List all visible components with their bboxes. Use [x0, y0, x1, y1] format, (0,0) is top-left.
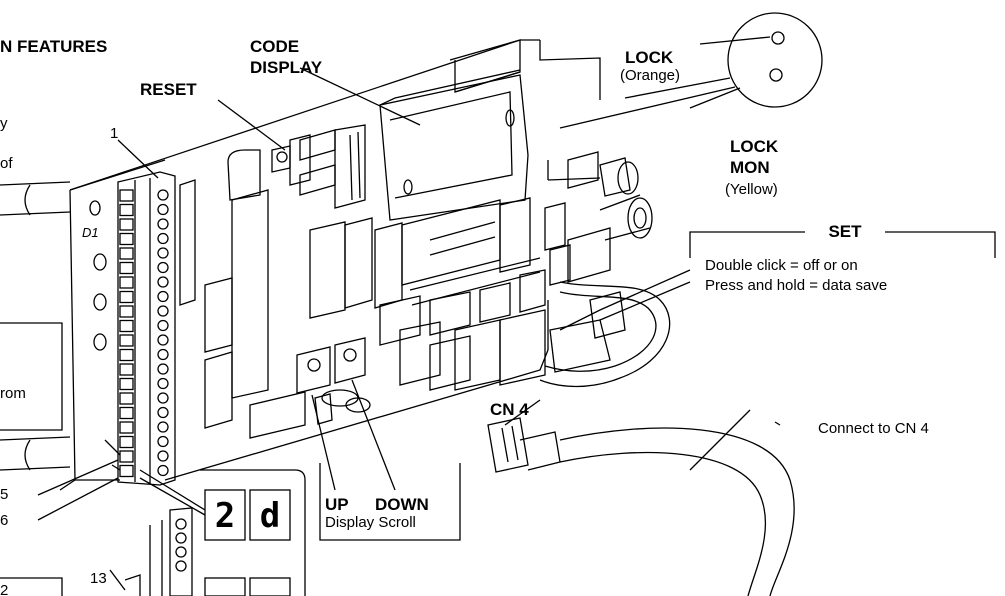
- terminal-screw: [157, 464, 169, 477]
- up-down-buttons: [296, 337, 371, 425]
- set-label: SET: [828, 222, 862, 241]
- terminal-slot: [119, 348, 134, 362]
- terminal-screw: [157, 203, 169, 216]
- terminal-slot: [119, 218, 134, 231]
- left-text-fragment-1: y: [0, 115, 8, 132]
- terminal-screw: [157, 435, 169, 448]
- terminal-screw: [157, 189, 169, 201]
- circuit-board: [59, 39, 601, 491]
- up-label: UP: [325, 495, 349, 514]
- lock-mon-label-line2: MON: [730, 158, 770, 177]
- left-text-fragment-4: 2: [0, 582, 8, 596]
- terminal-screw: [157, 261, 169, 274]
- bottom-terminal-strip: [124, 507, 193, 596]
- relay-capacitor: [549, 151, 653, 286]
- seven-seg-right: d: [260, 496, 280, 536]
- terminal-slot: [119, 290, 134, 304]
- terminal-screw: [157, 305, 169, 317]
- pin5-label: 5: [0, 486, 8, 503]
- seven-segment-frame: [200, 463, 461, 596]
- terminal-slot: [119, 464, 134, 478]
- down-label: DOWN: [375, 495, 429, 514]
- cn4-plug: [487, 417, 561, 473]
- connect-to-cn4-label: Connect to CN 4: [818, 420, 929, 437]
- lock-mon-color-label: (Yellow): [725, 181, 778, 198]
- pin6-label: 6: [0, 512, 8, 529]
- code-display-label-line2: DISPLAY: [250, 58, 323, 77]
- terminal-screw: [157, 406, 169, 419]
- d1-label: D1: [82, 225, 99, 240]
- terminal-slot: [119, 377, 134, 391]
- terminal-slot: [119, 392, 134, 405]
- lock-led-callout: [559, 12, 823, 129]
- terminal-slot: [119, 450, 134, 463]
- set-line2: Press and hold = data save: [705, 277, 887, 294]
- terminal-slot: [119, 261, 134, 275]
- page-title: N FEATURES: [0, 37, 107, 56]
- terminal-slot: [119, 232, 134, 246]
- terminal-screw: [157, 450, 169, 462]
- terminal-screw: [157, 319, 169, 332]
- terminal-slot: [119, 421, 134, 434]
- terminal-slot: [119, 247, 134, 260]
- seven-seg-left: 2: [215, 496, 235, 536]
- set-line1: Double click = off or on: [705, 257, 858, 274]
- terminal-screw: [157, 421, 169, 433]
- lock-color-label: (Orange): [620, 67, 680, 84]
- terminal-strip: [117, 171, 176, 486]
- pin1-label: 1: [110, 125, 118, 142]
- lock-label: LOCK: [625, 48, 674, 67]
- set-callout-box: [689, 231, 996, 258]
- reset-button: [271, 134, 311, 186]
- terminal-screw: [157, 377, 169, 390]
- terminal-slot: [119, 203, 134, 217]
- terminal-slot: [119, 319, 134, 333]
- leader-lines: [37, 67, 751, 591]
- middle-connectors: [309, 197, 566, 391]
- code-display-label-line1: CODE: [250, 37, 299, 56]
- lock-mon-label-line1: LOCK: [730, 137, 779, 156]
- terminal-slot: [119, 435, 134, 449]
- cable-harness: [539, 281, 671, 388]
- terminal-screw: [157, 363, 169, 375]
- standoff-posts: [0, 181, 107, 471]
- reset-label: RESET: [140, 80, 197, 99]
- terminal-screw: [157, 218, 169, 230]
- terminal-screw: [157, 348, 169, 361]
- left-text-fragment-3: rom: [0, 385, 26, 402]
- terminal-screw: [157, 276, 169, 288]
- pin13-label: 13: [90, 570, 107, 587]
- terminal-slot: [119, 363, 134, 376]
- terminal-screw: [157, 334, 169, 346]
- terminal-screw: [157, 232, 169, 245]
- long-cable: [559, 421, 795, 596]
- terminal-slot: [119, 406, 134, 420]
- terminal-slot: [119, 305, 134, 318]
- terminal-screw: [157, 290, 169, 303]
- terminal-slot: [119, 276, 134, 289]
- terminal-screw: [157, 247, 169, 259]
- terminal-screw: [157, 392, 169, 404]
- code-display-module: [379, 69, 529, 221]
- connector-column: [179, 149, 306, 439]
- display-scroll-label: Display Scroll: [325, 514, 416, 531]
- cn4-label: CN 4: [490, 400, 529, 419]
- left-text-fragment-2: of: [0, 155, 13, 172]
- terminal-slot: [119, 189, 134, 202]
- left-brackets: [0, 322, 63, 596]
- top-connectors: [299, 124, 366, 209]
- terminal-slot: [119, 334, 134, 347]
